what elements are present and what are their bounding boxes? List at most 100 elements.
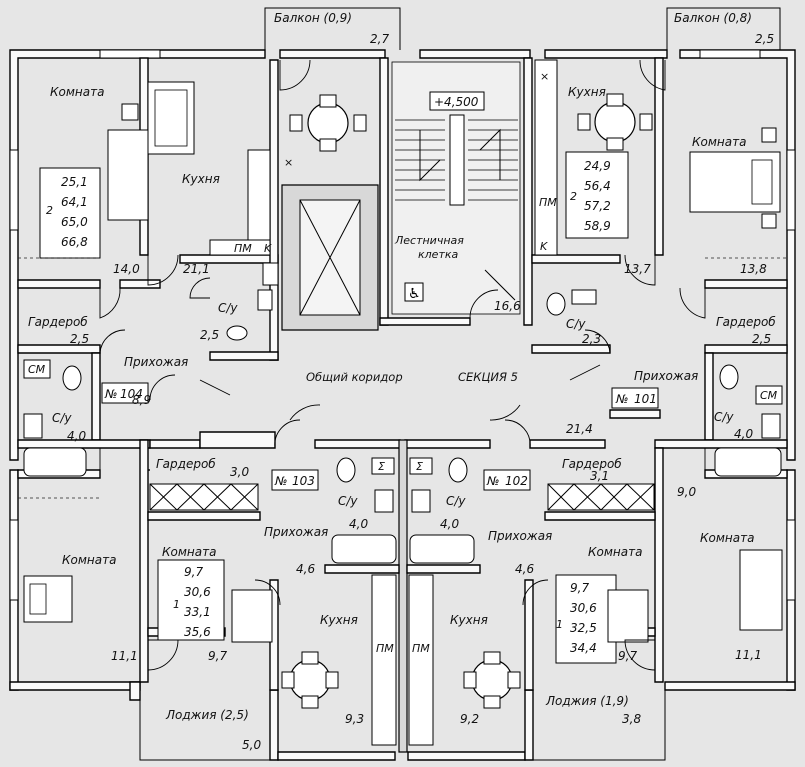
apt-104-stove: ПМ bbox=[234, 242, 252, 255]
accessible-icon bbox=[404, 282, 424, 302]
apt-104-washer: СМ bbox=[28, 363, 46, 376]
apt-104-number: 104 bbox=[120, 387, 143, 401]
balcony-right-label: Балкон (0,8) bbox=[674, 11, 752, 25]
apt-102-wardrobe-area: 3,1 bbox=[590, 469, 609, 483]
interior-walls bbox=[17, 57, 788, 753]
stairwell: +4,500 Лестничная клетка ♿ 16,6 bbox=[391, 61, 521, 315]
apt-101: Кухня × ПМ K 2 24,9 56,4 57,2 58,9 13,7 … bbox=[534, 59, 787, 662]
apt-101-wc-area: 2,3 bbox=[582, 332, 601, 346]
balcony-left: Балкон (0,9) 2,7 bbox=[264, 7, 401, 50]
apt-104-bath-area: 4,0 bbox=[67, 429, 86, 443]
apt-104-room-label: Комната bbox=[50, 85, 104, 99]
apt-104-bath-label: С/у bbox=[52, 411, 72, 425]
apt-102-room-label: Комната bbox=[588, 545, 642, 559]
apt-104: Комната 2 25,1 64,1 65,0 66,8 14,0 Кухня… bbox=[18, 81, 367, 477]
balcony-left-area: 2,7 bbox=[370, 32, 389, 46]
apt-103-area-total: 30,6 bbox=[184, 585, 211, 599]
apt-101-area-total-full: 58,9 bbox=[584, 219, 611, 233]
apt-104-wardrobe-label: Гардероб bbox=[28, 315, 88, 329]
apt-104-wc-label: С/у bbox=[218, 301, 238, 315]
apt-103-area-total-full: 35,6 bbox=[184, 625, 211, 639]
apt-103-sink-mark: Σ bbox=[378, 460, 385, 473]
apt-102-room-area: 9,7 bbox=[618, 649, 637, 663]
apt-103-number-prefix: № bbox=[274, 474, 287, 488]
apt-104-room2-area: 11,1 bbox=[111, 649, 138, 663]
common-corridor: Общий коридор СЕКЦИЯ 5 bbox=[306, 370, 518, 384]
apt-104-room-area: 14,0 bbox=[113, 262, 140, 276]
loggia-right-label: Лоджия (1,9) bbox=[545, 694, 629, 708]
apt-101-k-mark: K bbox=[540, 240, 548, 253]
loggia-right: Лоджия (1,9) 3,8 bbox=[533, 690, 666, 761]
stair-elevation: +4,500 bbox=[434, 95, 479, 109]
apt-101-room-area: 13,8 bbox=[740, 262, 767, 276]
apt-103-rooms-count: 1 bbox=[173, 598, 180, 611]
apt-102-number-prefix: № bbox=[486, 474, 499, 488]
outer-walls bbox=[9, 49, 796, 761]
apt-101-room2-label: Комната bbox=[700, 531, 754, 545]
apt-104-area-total-full: 66,8 bbox=[61, 235, 88, 249]
apt-101-extra-area: 9,0 bbox=[677, 485, 696, 499]
apt-101-area-total-bal: 57,2 bbox=[584, 199, 611, 213]
apt-104-kitchen-area: 21,1 bbox=[183, 262, 210, 276]
apt-102-area-total-bal: 32,5 bbox=[570, 621, 597, 635]
loggia-right-area: 3,8 bbox=[622, 712, 641, 726]
apt-103-hall-area: 4,6 bbox=[296, 562, 315, 576]
apt-104-rooms-count: 2 bbox=[46, 204, 53, 217]
apt-103-bath-label: С/у bbox=[338, 494, 358, 508]
doors bbox=[99, 59, 706, 671]
section-label: СЕКЦИЯ 5 bbox=[458, 370, 518, 384]
stair-label-line2: клетка bbox=[418, 248, 458, 261]
stair-area: 16,6 bbox=[494, 299, 521, 313]
loggia-left-label: Лоджия (2,5) bbox=[165, 708, 249, 722]
apt-104-room2: Комната 11,1 bbox=[18, 497, 138, 663]
apt-101-washer: СМ bbox=[760, 389, 778, 402]
apt-102-rooms-count: 1 bbox=[556, 618, 563, 631]
apt-104-room2-label: Комната bbox=[62, 553, 116, 567]
balcony-right: Балкон (0,8) 2,5 bbox=[666, 7, 781, 50]
apt-101-area-total: 56,4 bbox=[584, 179, 611, 193]
apt-102-kitchen-label: Кухня bbox=[450, 613, 488, 627]
apt-101-room2-area: 11,1 bbox=[735, 648, 762, 662]
apt-104-wardrobe-area: 2,5 bbox=[70, 332, 89, 346]
apt-102-bath-area: 4,0 bbox=[440, 517, 459, 531]
apt-101-kitchen-label: Кухня bbox=[568, 85, 606, 99]
apt-104-k-mark: K bbox=[264, 242, 272, 255]
apt-102-hall-area: 4,6 bbox=[515, 562, 534, 576]
apt-103-wardrobe-area: 3,0 bbox=[230, 465, 249, 479]
apt-103-hall-label: Прихожая bbox=[264, 525, 328, 539]
apt-102-hall-label: Прихожая bbox=[488, 529, 552, 543]
apt-103-area-living: 9,7 bbox=[184, 565, 203, 579]
apt-104-area-total-bal: 65,0 bbox=[61, 215, 88, 229]
apt-103-number: 103 bbox=[292, 474, 315, 488]
apt-102-area-total: 30,6 bbox=[570, 601, 597, 615]
apt-104-x-mark: × bbox=[284, 156, 293, 169]
apt-101-wardrobe-label: Гардероб bbox=[716, 315, 776, 329]
apt-103-wardrobe-label: Гардероб bbox=[156, 457, 216, 471]
apt-103-room-label: Комната bbox=[162, 545, 216, 559]
apt-104-hall-label: Прихожая bbox=[124, 355, 188, 369]
apt-101-number-prefix: № bbox=[615, 392, 628, 406]
apt-101-rooms-count: 2 bbox=[570, 190, 577, 203]
stair-label-line1: Лестничная bbox=[394, 234, 464, 247]
apt-101-room-label: Комната bbox=[692, 135, 746, 149]
apt-102-bath-label: С/у bbox=[446, 494, 466, 508]
apt-102-sink-mark: Σ bbox=[416, 460, 423, 473]
corridor-label: Общий коридор bbox=[306, 370, 403, 384]
apt-103: Гардероб 3,0 № 103 Σ С/у 4,0 Прихожая 4,… bbox=[149, 457, 397, 746]
apt-101-hall-label: Прихожая bbox=[634, 369, 698, 383]
apt-102-kitchen-area: 9,2 bbox=[460, 712, 479, 726]
apt-104-area-living: 25,1 bbox=[61, 175, 88, 189]
apt-101-stove: ПМ bbox=[539, 196, 557, 209]
apt-102: Σ С/у 4,0 № 102 Гардероб 3,1 Прихожая 4,… bbox=[408, 457, 655, 746]
apt-101-wardrobe-area: 2,5 bbox=[752, 332, 771, 346]
apt-102-wardrobe-label: Гардероб bbox=[562, 457, 622, 471]
apt-104-wc-area: 2,5 bbox=[200, 328, 219, 342]
loggia-left: Лоджия (2,5) 5,0 bbox=[129, 681, 270, 761]
apt-101-hall-area: 21,4 bbox=[566, 422, 593, 436]
apt-101-wc-label: С/у bbox=[566, 317, 586, 331]
svg-text:♿: ♿ bbox=[408, 286, 421, 302]
balcony-left-label: Балкон (0,9) bbox=[274, 11, 352, 25]
apt-104-area-total: 64,1 bbox=[61, 195, 88, 209]
apt-101-bath-area: 4,0 bbox=[734, 427, 753, 441]
